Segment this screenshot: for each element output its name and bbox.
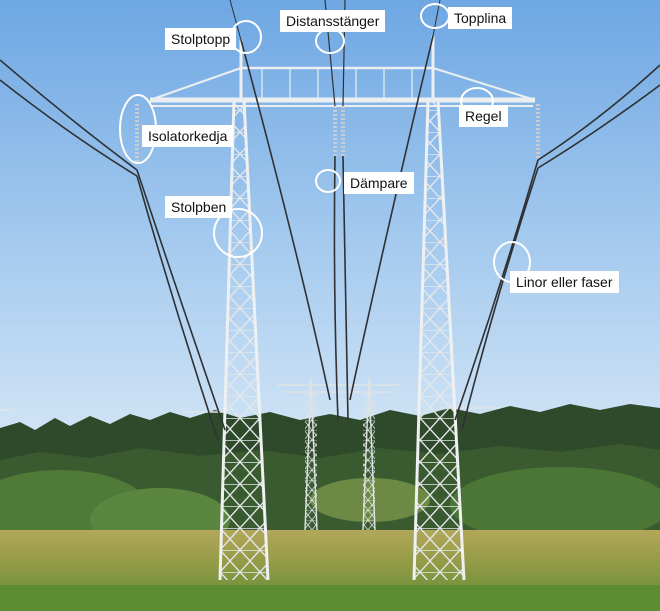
label-topplina: Topplina — [448, 7, 513, 29]
insulator-strings — [135, 104, 540, 162]
label-linor-eller-faser: Linor eller faser — [510, 271, 619, 293]
label-regel: Regel — [459, 105, 508, 127]
sky — [0, 0, 660, 430]
label-stolptopp: Stolptopp — [165, 28, 237, 50]
marker-dampare — [315, 169, 341, 193]
label-isolatorkedja: Isolatorkedja — [142, 125, 234, 147]
conductors — [0, 0, 660, 441]
label-stolpben: Stolpben — [165, 196, 233, 218]
tower-legs — [218, 99, 466, 581]
label-distansstanger: Distansstänger — [280, 10, 386, 32]
marker-stolpben — [213, 208, 263, 258]
forest — [0, 404, 660, 552]
label-dampare: Dämpare — [344, 172, 414, 194]
